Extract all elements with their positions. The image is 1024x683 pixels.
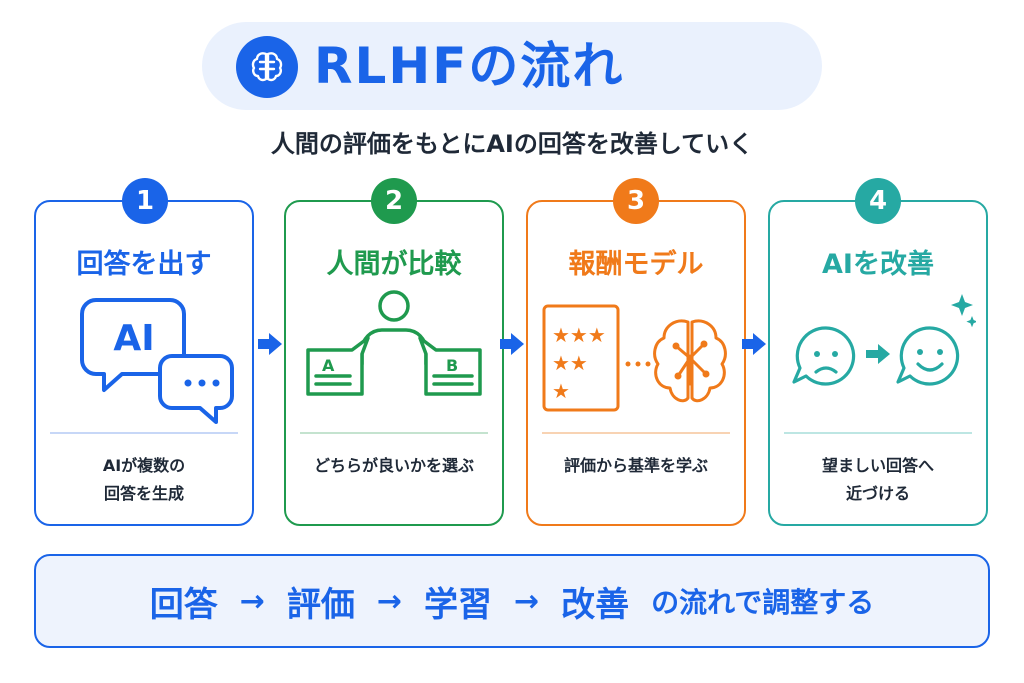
summary-step-answer: 回答: [149, 584, 218, 625]
card-divider: [542, 432, 730, 434]
step-title: AIを改善: [822, 249, 934, 280]
option-b-label: B: [446, 356, 458, 375]
summary-step-learn: 学習: [423, 584, 492, 625]
step-number-badge-2: 2: [371, 178, 417, 224]
step-card-1: 回答を出す AI AIが複数の回答を生成: [34, 200, 254, 526]
bubble-ai-text: AI: [113, 318, 154, 359]
step-card-4: AIを改善 望ましい回答へ近づける: [768, 200, 988, 526]
page-title: RLHFの流れ: [314, 37, 625, 95]
summary-step-improve: 改善: [561, 584, 630, 625]
svg-text:★: ★: [552, 379, 570, 403]
arrow-right-icon: [500, 333, 524, 355]
person-compare-icon: A B: [306, 290, 482, 396]
card-divider: [50, 432, 238, 434]
step-card-2: 人間が比較 A B どちらが良いかを選ぶ: [284, 200, 504, 526]
step-description: 評価から基準を学ぶ: [563, 456, 708, 475]
rating-brain-icon: ★★★ ★★ ★: [542, 304, 727, 412]
svg-text:★★: ★★: [552, 351, 588, 375]
page-subtitle: 人間の評価をもとにAIの回答を改善していく: [270, 130, 754, 158]
summary-bar: 回答 → 評価 → 学習 → 改善 の流れで調整する: [34, 554, 990, 648]
step-description: 望ましい回答へ近づける: [821, 456, 934, 503]
title-banner: [202, 22, 822, 110]
step-title: 報酬モデル: [568, 249, 704, 280]
card-divider: [784, 432, 972, 434]
summary-arrow-icon: →: [376, 583, 402, 619]
step-number-badge-4: 4: [855, 178, 901, 224]
step-description: どちらが良いかを選ぶ: [313, 456, 474, 475]
svg-text:★★★: ★★★: [552, 323, 606, 347]
step-card-3: 報酬モデル ★★★ ★★ ★ 評価から基準を学ぶ: [526, 200, 746, 526]
speech-bubbles-icon: AI: [80, 298, 234, 424]
option-a-label: A: [322, 356, 335, 375]
brain-icon: [236, 36, 298, 98]
step-title: 人間が比較: [326, 249, 462, 280]
step-title: 回答を出す: [76, 249, 212, 280]
summary-tail-text: の流れで調整する: [651, 586, 875, 619]
step-number-badge-1: 1: [122, 178, 168, 224]
arrow-right-icon: [742, 333, 766, 355]
sad-to-happy-icon: [792, 294, 976, 386]
step-description: AIが複数の回答を生成: [102, 456, 186, 503]
step-number-badge-3: 3: [613, 178, 659, 224]
arrow-right-icon: [258, 333, 282, 355]
card-divider: [300, 432, 488, 434]
summary-arrow-icon: →: [239, 583, 265, 619]
summary-arrow-icon: →: [513, 583, 540, 619]
summary-step-evaluate: 評価: [286, 584, 355, 625]
